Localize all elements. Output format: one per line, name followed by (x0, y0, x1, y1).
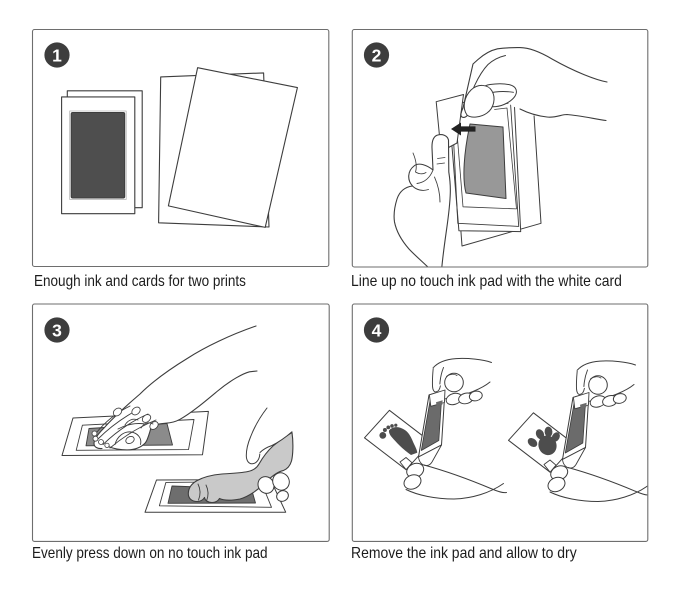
svg-text:1: 1 (52, 45, 62, 65)
svg-text:3: 3 (52, 320, 62, 340)
svg-text:2: 2 (372, 45, 382, 65)
svg-text:4: 4 (372, 320, 382, 340)
